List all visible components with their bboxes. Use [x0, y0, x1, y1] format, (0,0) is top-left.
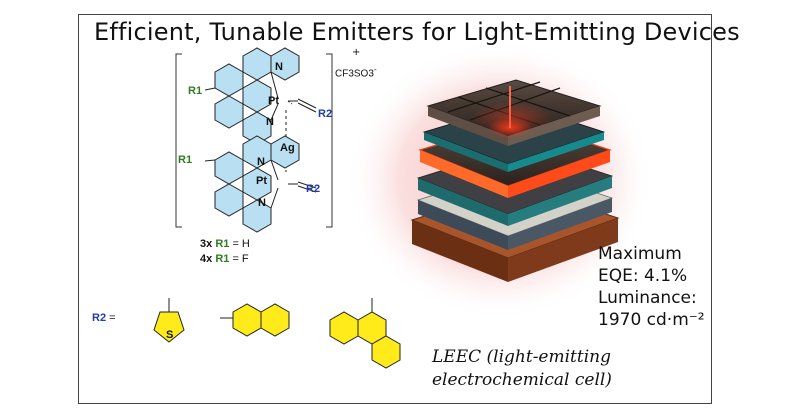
page-title: Efficient, Tunable Emitters for Light-Em…	[94, 18, 740, 46]
n-label: N	[266, 116, 274, 128]
metric-luminance-value: 1970 cd·m⁻²	[598, 310, 705, 330]
metric-maximum: Maximum	[598, 244, 682, 264]
ring	[242, 47, 272, 81]
n-label: N	[275, 61, 283, 73]
pt-label-upper: Pt	[268, 95, 279, 107]
metric-eqe: EQE: 4.1%	[598, 266, 688, 286]
ring	[242, 79, 272, 113]
ring	[214, 63, 244, 97]
ring	[214, 183, 244, 217]
ring	[214, 151, 244, 185]
r1-label-lower: R1	[178, 154, 192, 166]
thiophene-s-label: S	[166, 329, 173, 341]
figure-frame	[78, 14, 712, 404]
ring	[214, 95, 244, 129]
compound-4x: 4x R1 = F	[200, 253, 249, 265]
r2-label-lower: R2	[306, 183, 320, 195]
complex-brackets	[175, 53, 333, 228]
r2-definition-label: R2 =	[92, 312, 116, 324]
r2-label-upper: R2	[318, 108, 332, 120]
n-label: N	[258, 197, 266, 209]
counterion-label: CF3SO3-	[335, 64, 377, 80]
compound-3x: 3x R1 = H	[200, 238, 250, 250]
thiophene-substituent	[153, 298, 185, 343]
pt-label-lower: Pt	[256, 175, 267, 187]
ring	[242, 111, 272, 145]
ring	[242, 199, 272, 233]
phenanthrene-substituent	[329, 298, 401, 369]
counterion-charge: -	[373, 64, 377, 74]
ag-label: Ag	[280, 142, 295, 154]
naphthalene-substituent	[220, 303, 290, 337]
leec-caption-line1: LEEC (light-emitting	[432, 347, 611, 367]
leec-device-illustration	[410, 79, 620, 282]
charge-sign: +	[352, 47, 361, 58]
r1-label-upper: R1	[188, 85, 202, 97]
metric-luminance-label: Luminance:	[598, 288, 697, 308]
lower-pt-unit	[214, 135, 300, 233]
n-label: N	[257, 156, 265, 168]
leec-caption-line2: electrochemical cell)	[432, 370, 612, 390]
